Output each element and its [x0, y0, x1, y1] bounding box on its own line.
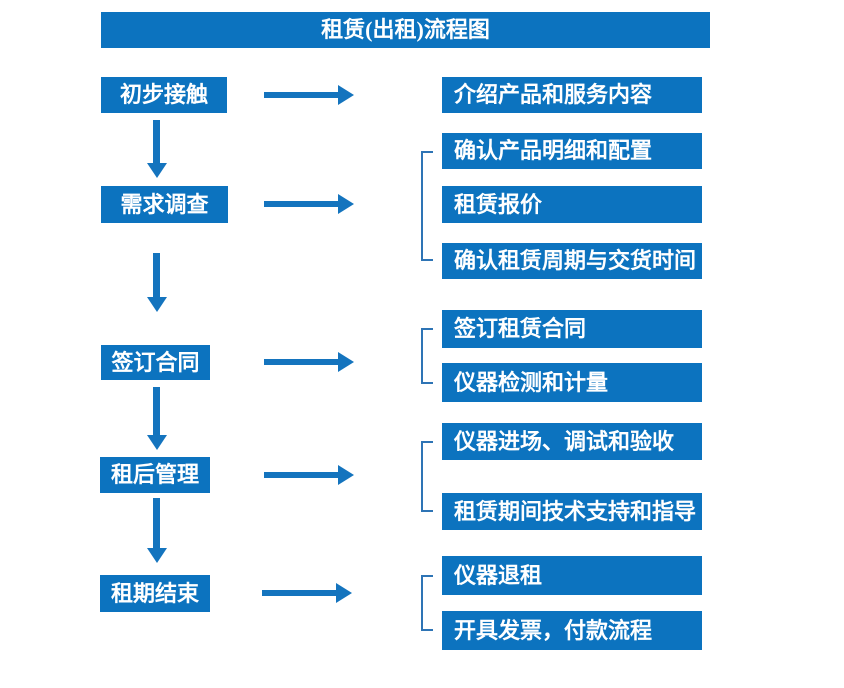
right-arrow-icon	[264, 359, 338, 365]
group-bracket	[421, 441, 433, 512]
detail-box-rental-quote: 租赁报价	[442, 186, 702, 223]
group-bracket	[421, 151, 433, 261]
detail-box-instrument-testing: 仪器检测和计量	[442, 363, 702, 402]
group-bracket	[421, 328, 433, 384]
detail-box-confirm-period: 确认租赁周期与交货时间	[442, 243, 702, 279]
step-box-demand-survey: 需求调查	[101, 186, 228, 223]
detail-box-instrument-return: 仪器退租	[442, 556, 702, 595]
step-box-initial-contact: 初步接触	[101, 77, 227, 113]
down-arrow-icon	[153, 387, 160, 435]
detail-box-introduce-products: 介绍产品和服务内容	[442, 77, 702, 113]
detail-box-confirm-config: 确认产品明细和配置	[442, 133, 702, 169]
group-bracket	[421, 575, 433, 631]
down-arrow-icon	[153, 253, 160, 297]
flowchart-title: 租赁(出租)流程图	[101, 12, 710, 48]
down-arrow-icon	[153, 498, 160, 548]
right-arrow-icon	[262, 590, 336, 596]
detail-box-tech-support: 租赁期间技术支持和指导	[442, 493, 702, 530]
detail-box-invoice-payment: 开具发票，付款流程	[442, 611, 702, 650]
detail-box-instrument-entry: 仪器进场、调试和验收	[442, 423, 702, 460]
step-box-post-rental: 租后管理	[100, 457, 210, 493]
right-arrow-icon	[264, 92, 338, 98]
step-box-sign-contract: 签订合同	[101, 345, 210, 380]
right-arrow-icon	[264, 472, 338, 478]
down-arrow-icon	[153, 120, 160, 163]
detail-box-sign-rental-contract: 签订租赁合同	[442, 310, 702, 348]
step-box-rental-end: 租期结束	[100, 575, 210, 612]
right-arrow-icon	[264, 201, 338, 207]
